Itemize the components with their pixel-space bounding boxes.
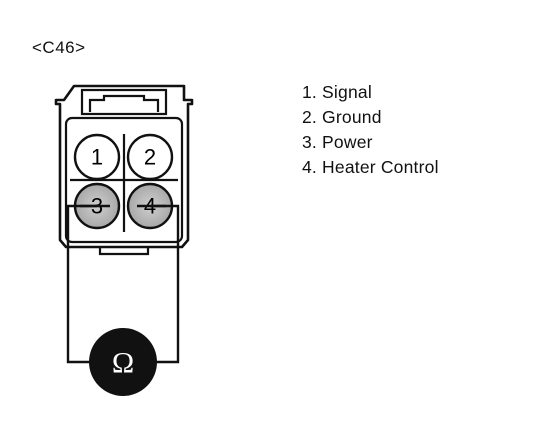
pin-1-number: 1 [91, 145, 103, 170]
connector-inner-wall [64, 116, 184, 244]
probe-lead-pin-3 [66, 204, 97, 364]
probe-lead-pin-4 [150, 204, 180, 364]
pin-2-cavity [126, 133, 174, 181]
legend-item-power: 3. Power [302, 132, 373, 152]
pin-2: 2 [126, 133, 174, 181]
pin-1-cavity [73, 133, 121, 181]
connector-housing [54, 84, 194, 249]
connector-id-label: <C46> [32, 38, 86, 57]
legend-item-heater-control: 4. Heater Control [302, 157, 439, 177]
connector-latch-tab [88, 94, 160, 112]
connector-keyway [98, 247, 150, 256]
ohmmeter: Ω [89, 328, 157, 396]
legend-item-signal: 1. Signal [302, 82, 372, 102]
ohmmeter-symbol: Ω [112, 347, 134, 380]
pin-legend: 1. Signal 2. Ground 3. Power 4. Heater C… [302, 80, 439, 180]
pin-1: 1 [73, 133, 121, 181]
ohmmeter-icon [89, 328, 157, 396]
pin-2-number: 2 [144, 145, 156, 170]
connector-latch [80, 88, 168, 116]
legend-item-ground: 2. Ground [302, 107, 382, 127]
